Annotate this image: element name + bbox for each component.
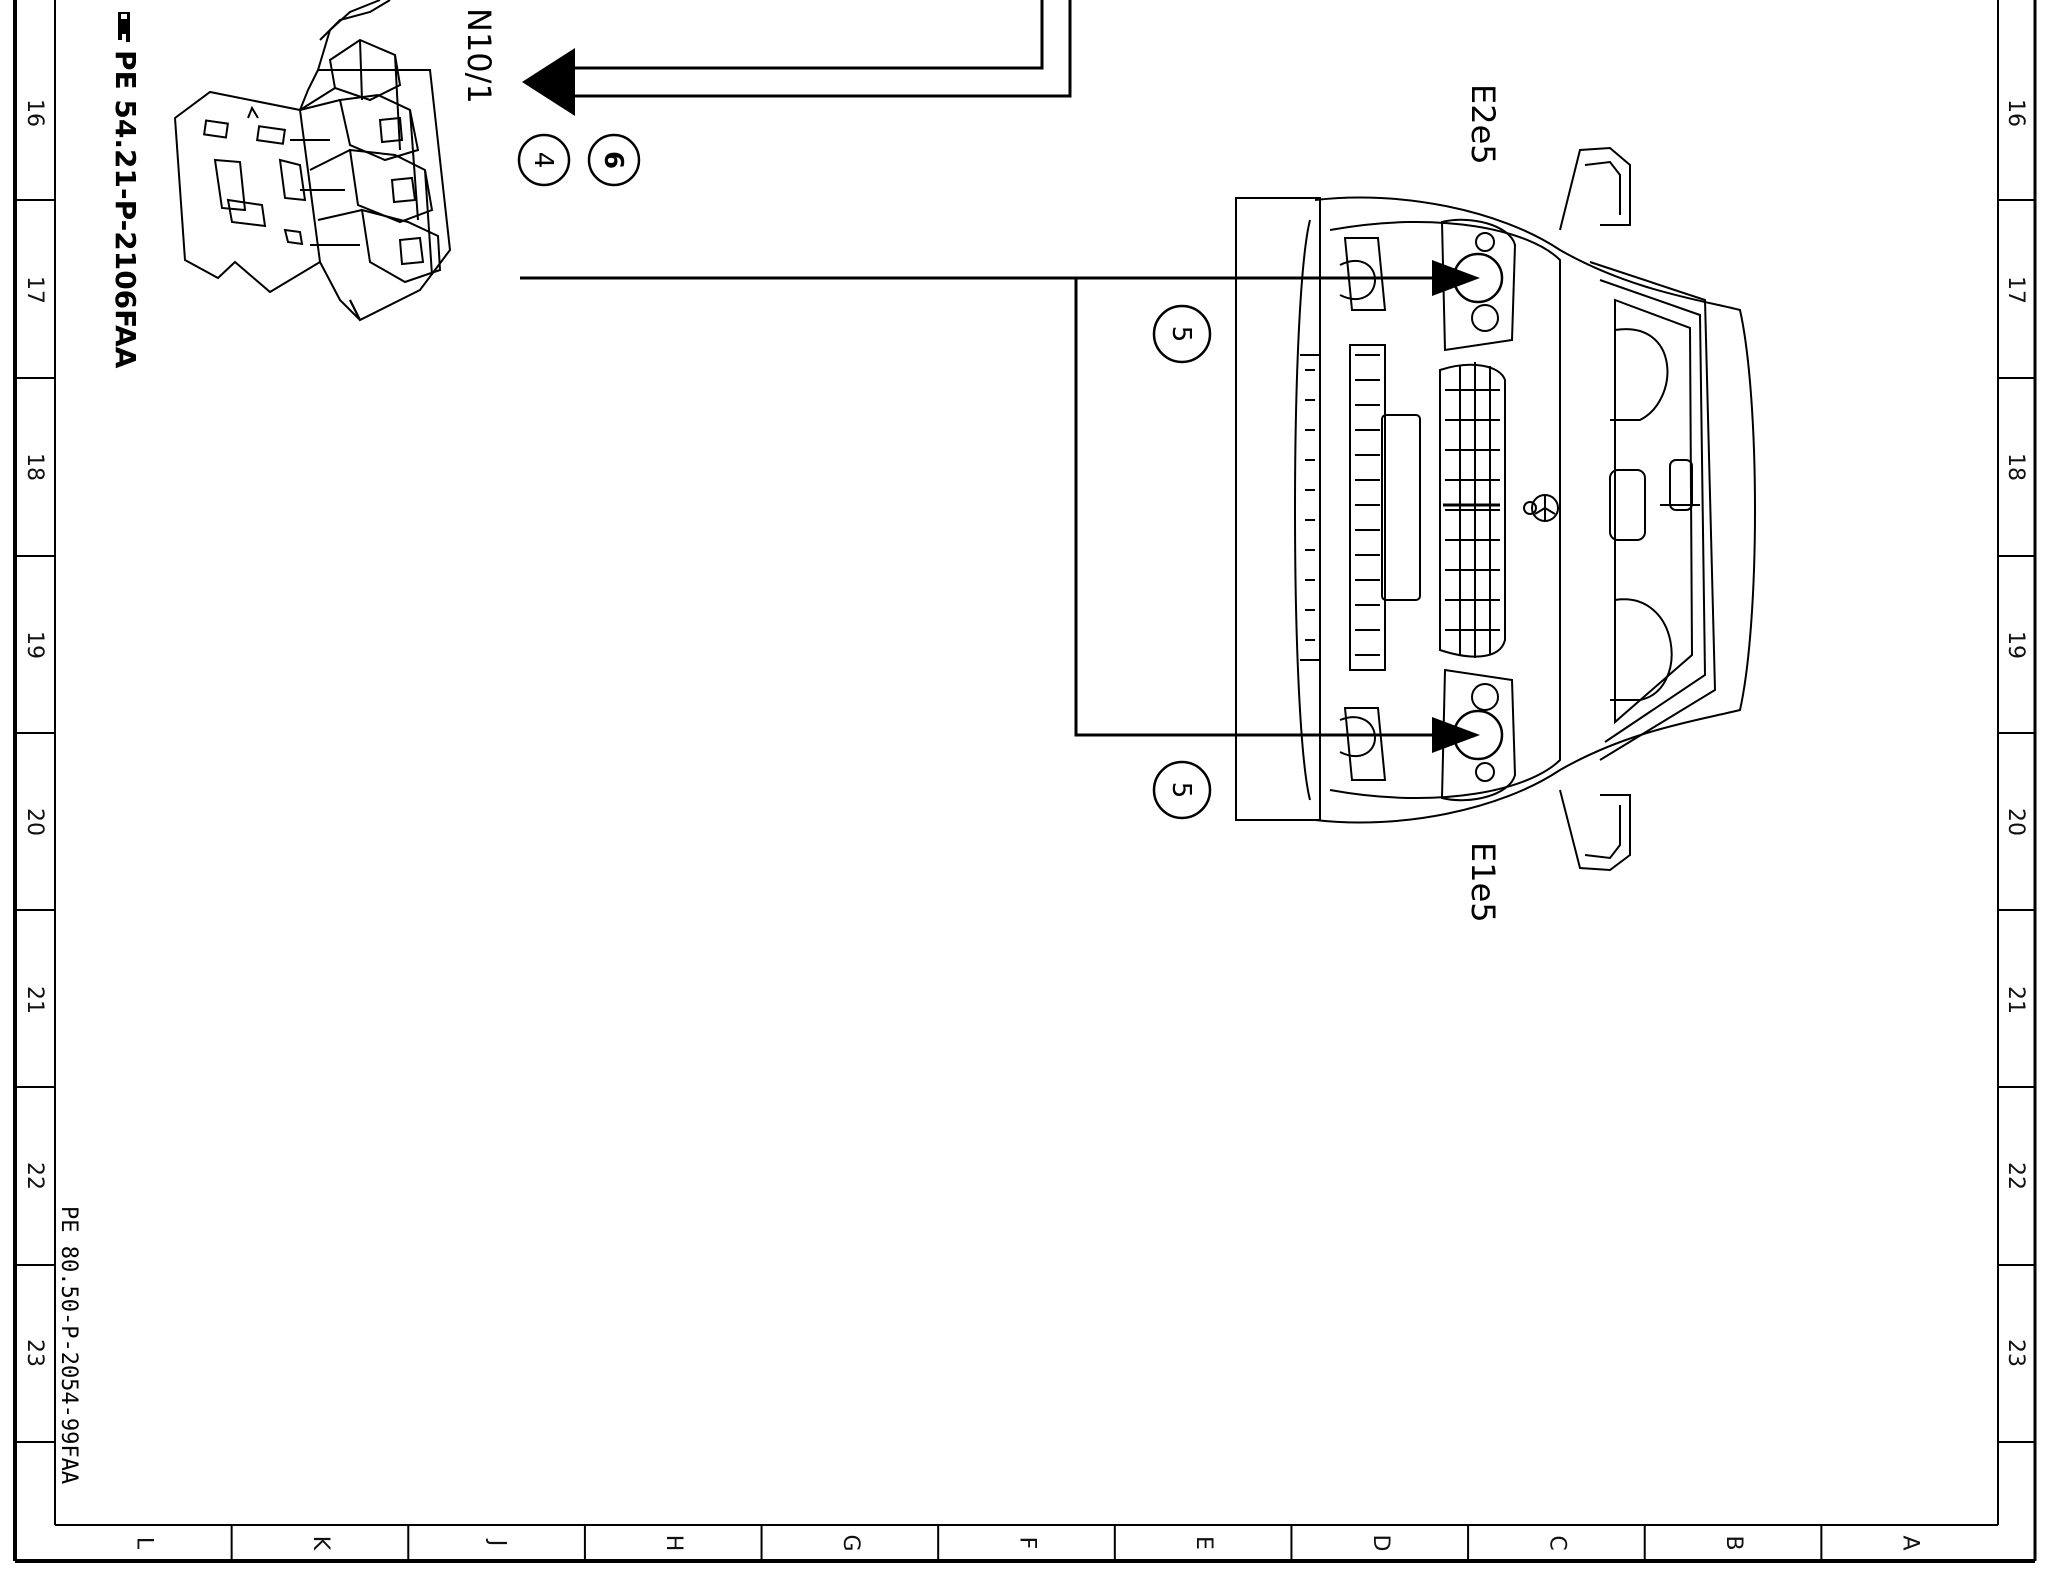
column-label: F — [1015, 1537, 1040, 1550]
row-label: 18 — [22, 453, 47, 481]
svg-text:6: 6 — [598, 151, 628, 169]
hand-pointer-icon — [118, 12, 130, 42]
svg-text:4: 4 — [528, 152, 558, 169]
module-feed-wire — [522, 0, 1072, 116]
row-label: 21 — [2003, 986, 2028, 1014]
row-label: 23 — [22, 1339, 47, 1367]
reference-link-label[interactable]: PE 54.21-P-2106FAA — [109, 50, 142, 369]
row-label: 16 — [2003, 99, 2028, 127]
svg-text:5: 5 — [1166, 326, 1196, 343]
module-connector-drawing — [173, 0, 452, 322]
column-label: L — [131, 1537, 156, 1550]
row-label: 20 — [22, 808, 47, 836]
left-row-ruler: 16 17 18 19 20 21 22 23 — [15, 99, 55, 1443]
row-label: 20 — [2003, 808, 2028, 836]
right-lamp-label: E2e5 — [1464, 84, 1502, 165]
row-label: 22 — [22, 1162, 47, 1190]
left-lamp-label: E1e5 — [1464, 842, 1502, 923]
column-label: A — [1898, 1535, 1923, 1550]
column-label: J — [485, 1538, 510, 1547]
right-headlamp — [1452, 232, 1504, 332]
column-label: K — [308, 1536, 333, 1551]
column-label: E — [1191, 1536, 1216, 1550]
row-label: 17 — [2003, 276, 2028, 304]
pin-marker-4: 4 — [517, 133, 571, 187]
row-label: 22 — [2003, 1162, 2028, 1190]
wire-marker-lower: 5 — [1152, 760, 1212, 820]
column-label: C — [1544, 1535, 1569, 1550]
top-reference: PE 54.21-P-2106FAA — [109, 12, 142, 369]
row-label: 19 — [22, 631, 47, 659]
vehicle-front-drawing — [1235, 146, 1756, 872]
drawing-frame — [13, 0, 2037, 1563]
pin-marker-6: 6 — [587, 133, 641, 187]
column-label: G — [838, 1534, 863, 1551]
lamp-wire — [520, 260, 1480, 753]
column-label: D — [1368, 1535, 1393, 1552]
drawing-reference-number: PE 80.50-P-2054-99FAA — [56, 1206, 81, 1484]
row-label: 21 — [22, 986, 47, 1014]
left-headlamp — [1452, 683, 1504, 782]
svg-text:5: 5 — [1166, 782, 1196, 799]
row-label: 16 — [22, 99, 47, 127]
column-label: H — [661, 1535, 686, 1552]
right-row-ruler: 16 17 18 19 20 21 22 23 — [1998, 99, 2035, 1443]
row-label: 23 — [2003, 1339, 2028, 1367]
row-label: 17 — [22, 276, 47, 304]
row-label: 18 — [2003, 453, 2028, 481]
column-label: B — [1721, 1535, 1746, 1550]
row-label: 19 — [2003, 631, 2028, 659]
module-label: N10/1 — [460, 8, 498, 104]
wire-marker-upper: 5 — [1152, 304, 1212, 364]
